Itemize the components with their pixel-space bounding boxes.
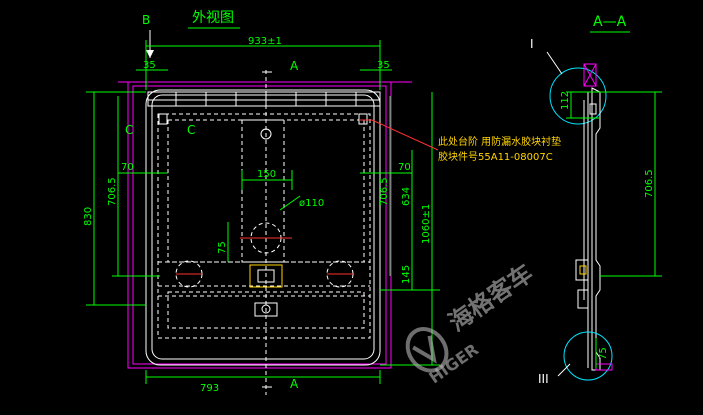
detail-label-iii: III bbox=[538, 372, 549, 386]
dim-offset-75: 75 bbox=[217, 241, 228, 254]
hinge-bracket-right bbox=[358, 113, 368, 125]
dim-inset-left: 70 bbox=[121, 162, 134, 173]
hinge-strip bbox=[147, 91, 381, 107]
section-dim-112: 112 bbox=[560, 91, 571, 110]
section-mark-c-left: C bbox=[125, 123, 133, 137]
front-view bbox=[118, 70, 412, 395]
section-mark-a-bottom: A bbox=[290, 377, 299, 391]
watermark: 海格客车 HIGER bbox=[405, 259, 538, 388]
dim-inner-height-left: 706.5 bbox=[107, 177, 118, 206]
dim-inset-right: 70 bbox=[398, 162, 411, 173]
detail-circle-i bbox=[549, 67, 607, 125]
section-mark-c-right: C bbox=[187, 123, 195, 137]
higer-logo-icon bbox=[405, 327, 449, 373]
watermark-brand-cn: 海格客车 bbox=[443, 259, 538, 337]
dim-margin-left: 35 bbox=[143, 60, 156, 71]
dim-hole-diameter: ø110 bbox=[299, 198, 324, 209]
hinge-bracket-left bbox=[158, 113, 168, 125]
dim-height-1060: 1060±1 bbox=[421, 204, 432, 244]
dim-inner-width: 150 bbox=[257, 169, 276, 180]
section-mark-a-top: A bbox=[290, 59, 299, 73]
view-mark-b: B bbox=[142, 13, 150, 27]
section-dim-75: 75 bbox=[598, 347, 609, 360]
section-view: I III bbox=[530, 37, 662, 386]
dim-bottom-width: 793 bbox=[200, 383, 219, 394]
dim-height-145: 145 bbox=[401, 265, 412, 284]
dim-height-634: 634 bbox=[401, 187, 412, 206]
door-profile bbox=[591, 87, 601, 371]
detail-circle-iii bbox=[563, 331, 613, 381]
outer-frame-inner bbox=[132, 85, 387, 365]
note-line-1: 此处台阶 用防漏水胶块衬垫 bbox=[438, 135, 561, 148]
door-panel bbox=[145, 89, 381, 366]
dim-inner-height-right: 706.5 bbox=[379, 177, 390, 206]
view-title: 外视图 bbox=[192, 10, 234, 26]
outer-frame bbox=[127, 81, 392, 369]
section-dim-706: 706.5 bbox=[644, 169, 655, 198]
section-title: A—A bbox=[593, 14, 627, 30]
detail-label-i: I bbox=[530, 37, 534, 51]
watermark-brand-en: HIGER bbox=[425, 340, 482, 388]
dim-margin-right: 35 bbox=[377, 60, 390, 71]
inner-frame-dashed bbox=[157, 113, 371, 339]
dim-overall-width: 933±1 bbox=[248, 36, 282, 47]
dim-overall-height: 830 bbox=[83, 207, 94, 226]
note-line-2: 胶块件号55A11-08007C bbox=[438, 150, 553, 163]
dimension-lines bbox=[86, 40, 440, 384]
